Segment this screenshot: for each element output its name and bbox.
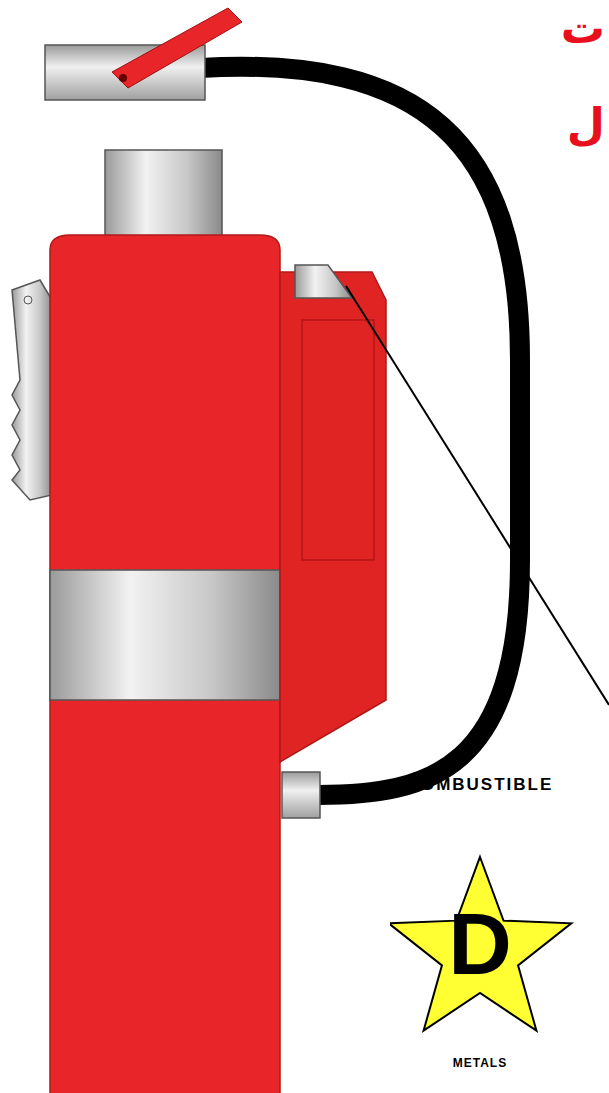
star-shape — [390, 857, 571, 1031]
lever-pivot — [119, 74, 127, 82]
leader-line — [346, 286, 609, 705]
label-panel — [280, 272, 386, 762]
arabic-heading-fragment: ت — [561, 2, 605, 53]
valve-cap — [105, 150, 222, 238]
arabic-heading-fragment: ل — [567, 98, 605, 149]
cylinder-body — [50, 235, 280, 1093]
metal-band — [50, 570, 280, 700]
class-caption: COMBUSTIBLE — [390, 775, 570, 794]
hazard-class-star: COMBUSTIBLE D METALS — [390, 775, 600, 1085]
panel-outline — [302, 320, 374, 560]
class-caption: METALS — [390, 1057, 570, 1070]
panel-clip — [295, 265, 352, 298]
handle-pin — [24, 296, 32, 304]
nozzle-lever — [112, 8, 242, 88]
carry-handle — [12, 280, 52, 500]
hose-connector — [282, 772, 320, 818]
class-letter: D — [390, 895, 570, 992]
